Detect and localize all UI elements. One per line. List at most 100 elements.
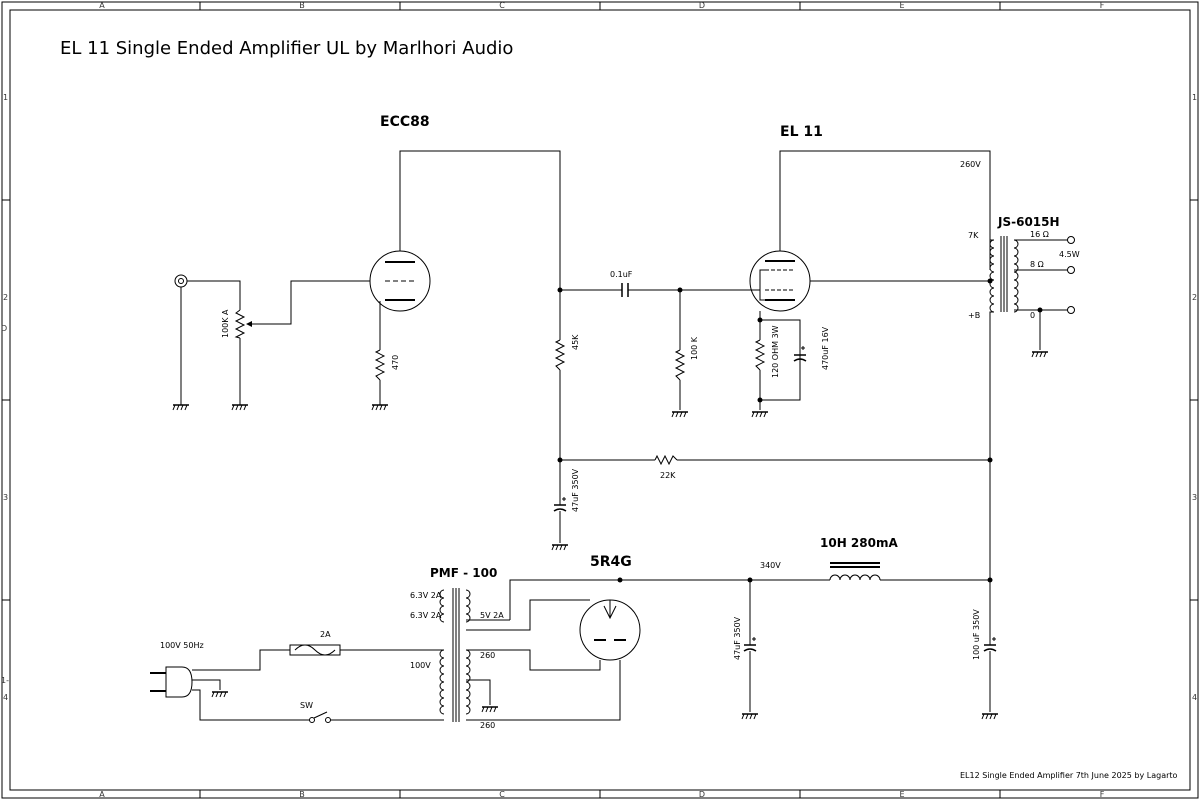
col-label-e-top: E [899,1,904,10]
volume-potentiometer [234,309,252,339]
el11-ground [751,411,769,418]
ot-tap0-label: 0 [1030,311,1035,320]
ecc88-label: ECC88 [380,114,430,130]
el11-label: EL 11 [780,124,823,140]
row-label-1-left: 1 [3,93,8,102]
el11-plate-wire [779,150,991,270]
filter-cap-1-ground [741,713,759,720]
row-label-4-right: 4 [1192,693,1197,702]
cathode-bypass-capacitor [793,346,807,362]
filter-choke [829,562,881,581]
ot-primary-label: 7K [968,231,979,240]
junction-cathode-bottom [757,397,763,403]
col-label-e-bottom: E [899,790,904,799]
pt-rect-heater-label: 5V 2A [480,611,504,620]
decoupling-capacitor [553,497,567,512]
row-label-d-left: D [1,324,7,333]
resistor-470 [374,349,386,381]
pt-centertap-ground [481,706,499,713]
r120-label: 120 OHM 3W [771,325,780,378]
pt-name-label: PMF - 100 [430,566,497,580]
ot-tap8-label: 8 Ω [1030,260,1044,269]
c47b-label: 47uF 350V [733,616,742,660]
junction-ot-screen [987,278,993,284]
col-label-c-top: C [499,1,505,10]
input-jack [174,274,188,288]
col-label-a-bottom: A [99,790,105,799]
ot-ground [1031,351,1049,358]
rect-heater-wires [466,599,601,671]
rectifier-tube [579,599,641,661]
row-label-1-right: 1 [1192,93,1197,102]
rectifier-label: 5R4G [590,554,632,570]
r45k-label: 45K [571,334,580,350]
mains-ground [211,691,229,698]
fuse [289,644,341,656]
hv-secondary-wires [466,660,621,721]
filter-cap-2-ground [981,713,999,720]
row-label-2-left: 2 [3,293,8,302]
voltage-260-label: 260V [960,160,981,169]
row-label-4-left: 4 [3,693,8,702]
r100k-label: 100 K [690,336,699,360]
col-label-f-bottom: F [1100,790,1105,799]
pt-hv1-label: 260 [480,651,495,660]
ot-tap16-label: 16 Ω [1030,230,1049,239]
switch-label: SW [300,701,313,710]
input-ground-1 [172,404,190,411]
decoupling-ground [551,544,569,551]
row-label-3-left: 3 [3,493,8,502]
c470-label: 470uF 16V [821,326,830,370]
r470-label: 470 [391,355,400,370]
choke-label: 10H 280mA [820,536,898,550]
mains-label: 100V 50Hz [160,641,204,650]
c100-label: 100 uF 350V [972,609,981,660]
c01-label: 0.1uF [610,270,633,279]
ecc88-plate-wire [399,150,561,290]
r22k-label: 22K [660,471,676,480]
pt-hv2-label: 260 [480,721,495,730]
col-label-c-bottom: C [499,790,505,799]
resistor-100k [674,349,686,381]
col-label-b-bottom: B [299,790,305,799]
filter-capacitor-2 [983,637,997,652]
row-label-2-right: 2 [1192,293,1197,302]
ot-power-label: 4.5W [1059,250,1080,259]
row-label-1dash-left: 1- [1,676,9,685]
page-title: EL 11 Single Ended Amplifier UL by Marlh… [60,38,513,59]
power-switch [309,711,331,723]
pot-label: 100K A [221,309,230,338]
voltage-340-label: 340V [760,561,781,570]
el11-tube [749,250,811,312]
footer-credit: EL12 Single Ended Amplifier 7th June 202… [960,771,1178,780]
mains-wires [192,649,444,721]
filter-capacitor-1 [743,637,757,652]
resistor-45k [554,339,566,371]
grid-leak-ground [671,411,689,418]
fuse-label: 2A [320,630,331,639]
pt-primary-label: 100V [410,661,431,670]
pt-heater2-label: 6.3V 2A [410,611,442,620]
ot-primary-wires [989,239,994,460]
coupling-capacitor [621,283,629,297]
resistor-22k [654,454,678,466]
input-ground-2 [231,404,249,411]
junction-rail-right [987,457,993,463]
output-transformer [989,236,1019,313]
mains-plug [150,666,193,698]
ot-name-label: JS-6015H [997,215,1060,229]
col-label-d-top: D [699,1,705,10]
col-label-f-top: F [1100,1,1105,10]
el11-cathode-wire [759,311,801,410]
ecc88-tube [369,250,431,312]
ot-secondary-wires [1014,239,1070,350]
resistor-120ohm [754,339,766,371]
hv-rail [509,579,990,620]
row-label-3-right: 3 [1192,493,1197,502]
col-label-d-bottom: D [699,790,705,799]
ot-bplus-label: +B [968,311,980,320]
junction-cathode-top [757,317,763,323]
c47a-label: 47uF 350V [571,468,580,512]
